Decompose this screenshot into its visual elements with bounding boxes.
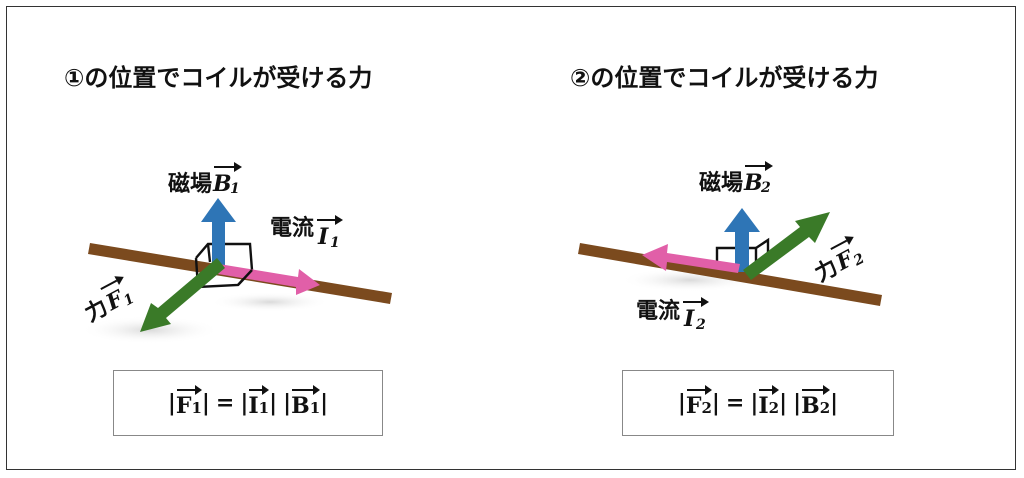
- panel1-formula: | F1 | = | I1 | | B1 |: [113, 370, 383, 436]
- force-vector-symbol: F1: [176, 385, 202, 419]
- panel2-formula: | F2 | = | I2 | | B2 |: [622, 370, 894, 436]
- svg-text:2: 2: [760, 180, 771, 196]
- force-shadow: [80, 316, 220, 344]
- abs-bar: |: [283, 390, 292, 416]
- equals-sign: =: [215, 390, 235, 416]
- panel2-title: ②の位置でコイルが受ける力: [570, 64, 879, 92]
- equals-sign: =: [725, 390, 745, 416]
- current-label: 電流 I 1: [270, 215, 343, 251]
- svg-text:電流: 電流: [636, 298, 680, 324]
- svg-text:I: I: [317, 224, 329, 250]
- current-arrow-2: [642, 244, 740, 273]
- magnetic-field-arrow-2: [724, 208, 760, 272]
- current-vector-symbol: I1: [248, 385, 269, 419]
- abs-bar: |: [750, 390, 759, 416]
- magnetic-label: 磁場 B 1: [168, 162, 242, 197]
- svg-text:磁場: 磁場: [699, 170, 743, 196]
- abs-bar: |: [830, 390, 839, 416]
- force-vector-symbol: F2: [686, 385, 712, 419]
- abs-bar: |: [240, 390, 249, 416]
- abs-bar: |: [269, 390, 278, 416]
- abs-bar: |: [320, 390, 329, 416]
- panel1-title: ①の位置でコイルが受ける力: [64, 64, 373, 92]
- magnetic-label-2: 磁場 B 2: [699, 161, 773, 196]
- magnetic-vector-symbol: B2: [801, 385, 831, 419]
- current-vector-symbol: I2: [758, 385, 779, 419]
- svg-text:B: B: [743, 170, 763, 196]
- abs-bar: |: [779, 390, 788, 416]
- force-arrow: [140, 258, 225, 332]
- panel1-diagram: 磁場 B 1 電流 I 1 力 F 1: [80, 162, 392, 344]
- svg-text:I: I: [683, 306, 695, 332]
- current-label-2: 電流 I 2: [636, 297, 709, 333]
- magnetic-vector-symbol: B1: [291, 385, 321, 419]
- abs-bar: |: [201, 390, 210, 416]
- svg-text:B: B: [212, 171, 232, 197]
- abs-bar: |: [167, 390, 176, 416]
- panel2-diagram: 磁場 B 2 電流 I 2 力 F 2: [578, 161, 882, 333]
- abs-bar: |: [793, 390, 802, 416]
- coil-edge: [237, 269, 253, 286]
- abs-bar: |: [677, 390, 686, 416]
- abs-bar: |: [711, 390, 720, 416]
- svg-text:電流: 電流: [270, 215, 314, 241]
- force-arrow-2: [743, 212, 830, 280]
- current-arrow: [218, 264, 320, 295]
- magnetic-field-arrow: [201, 198, 236, 266]
- svg-text:1: 1: [330, 235, 340, 251]
- svg-text:1: 1: [230, 181, 240, 197]
- current-shadow: [210, 292, 330, 312]
- svg-text:2: 2: [695, 317, 706, 333]
- svg-text:磁場: 磁場: [168, 171, 212, 197]
